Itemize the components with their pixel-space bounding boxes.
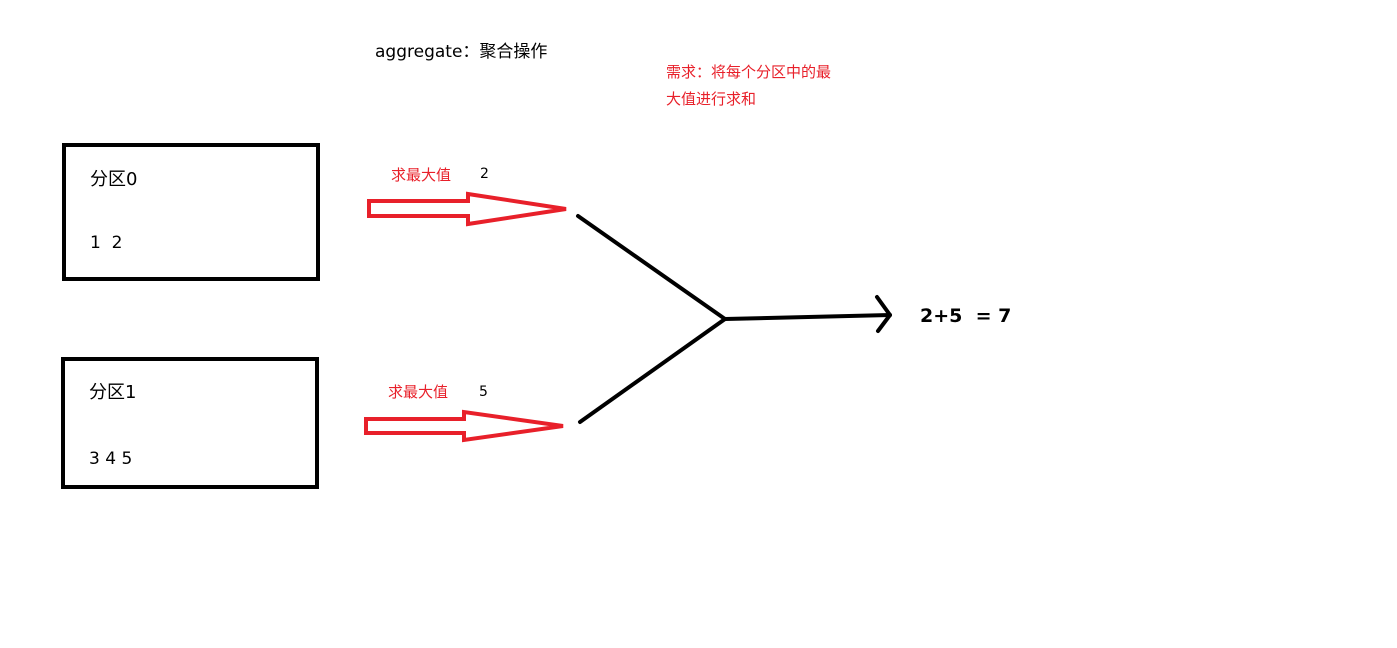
result-text: 2+5 = 7 xyxy=(920,305,1012,327)
requirement-line-2: 大值进行求和 xyxy=(666,90,757,108)
partition-values-1: 3 4 5 xyxy=(89,449,133,469)
red-arrow-1 xyxy=(364,409,564,443)
max-value-0: 2 xyxy=(480,166,489,182)
max-value-1: 5 xyxy=(479,384,488,400)
output-arrow-head xyxy=(875,295,892,333)
output-arrow-shaft xyxy=(723,313,892,321)
operation-label-0: 求最大值 xyxy=(391,166,452,184)
partition-box-0: 分区0 1 2 xyxy=(62,143,320,281)
partition-values-0: 1 2 xyxy=(90,233,123,253)
merge-line-lower xyxy=(578,317,727,424)
partition-label-0: 分区0 xyxy=(90,169,138,190)
partition-label-1: 分区1 xyxy=(89,382,137,403)
requirement-line-1: 需求：将每个分区中的最 xyxy=(666,63,832,81)
diagram-title: aggregate：聚合操作 xyxy=(375,42,548,62)
merge-line-upper xyxy=(576,214,727,321)
red-arrow-0 xyxy=(367,191,567,227)
operation-label-1: 求最大值 xyxy=(388,383,449,401)
partition-box-1: 分区1 3 4 5 xyxy=(61,357,319,489)
